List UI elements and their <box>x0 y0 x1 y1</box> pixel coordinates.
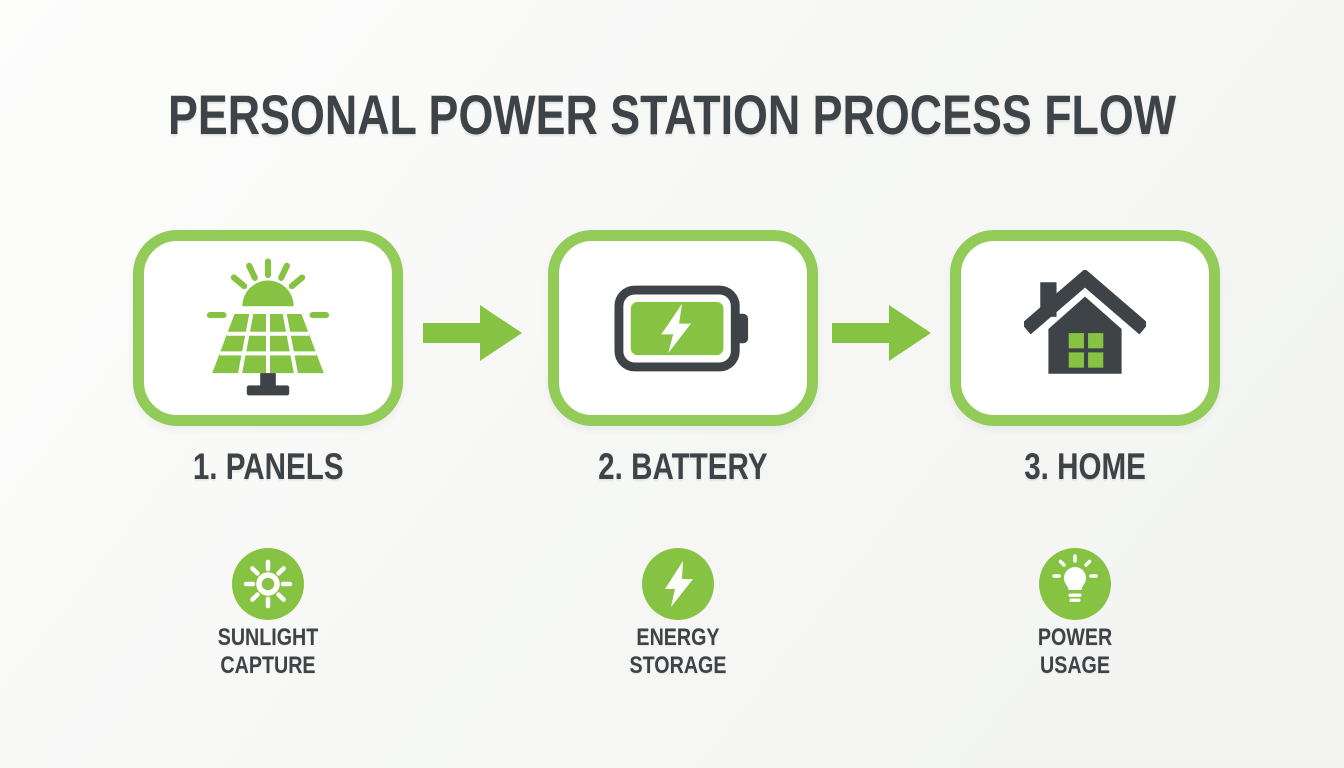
battery-icon <box>614 285 749 371</box>
solar-panel-icon <box>206 258 330 395</box>
lightbulb-icon <box>1039 548 1111 620</box>
function-label-line2: USAGE <box>1039 652 1110 679</box>
function-label-sunlight-capture: SUNLIGHT CAPTURE <box>98 624 438 680</box>
step-box-home <box>950 230 1220 426</box>
function-label-line1: ENERGY <box>636 624 720 651</box>
step-label-battery: 2. BATTERY <box>598 446 768 487</box>
sun-icon <box>232 548 304 620</box>
step-box-panels <box>133 230 403 426</box>
function-label-line1: POWER <box>1037 624 1113 651</box>
step-label-home: 3. HOME <box>1024 446 1146 487</box>
arrow-right-icon <box>423 305 522 361</box>
function-label-power-usage: POWER USAGE <box>905 624 1245 680</box>
function-label-line2: CAPTURE <box>220 652 316 679</box>
arrow-right-icon <box>832 305 931 361</box>
house-icon <box>1024 270 1146 374</box>
title-row: PERSONAL POWER STATION PROCESS FLOW <box>0 82 1344 147</box>
lightning-bolt-icon <box>642 548 714 620</box>
step-box-battery <box>548 230 818 426</box>
function-label-line2: STORAGE <box>629 652 727 679</box>
function-label-line1: SUNLIGHT <box>217 624 319 651</box>
page-title: PERSONAL POWER STATION PROCESS FLOW <box>167 83 1177 146</box>
step-label-panels: 1. PANELS <box>192 446 344 487</box>
function-label-energy-storage: ENERGY STORAGE <box>508 624 848 680</box>
